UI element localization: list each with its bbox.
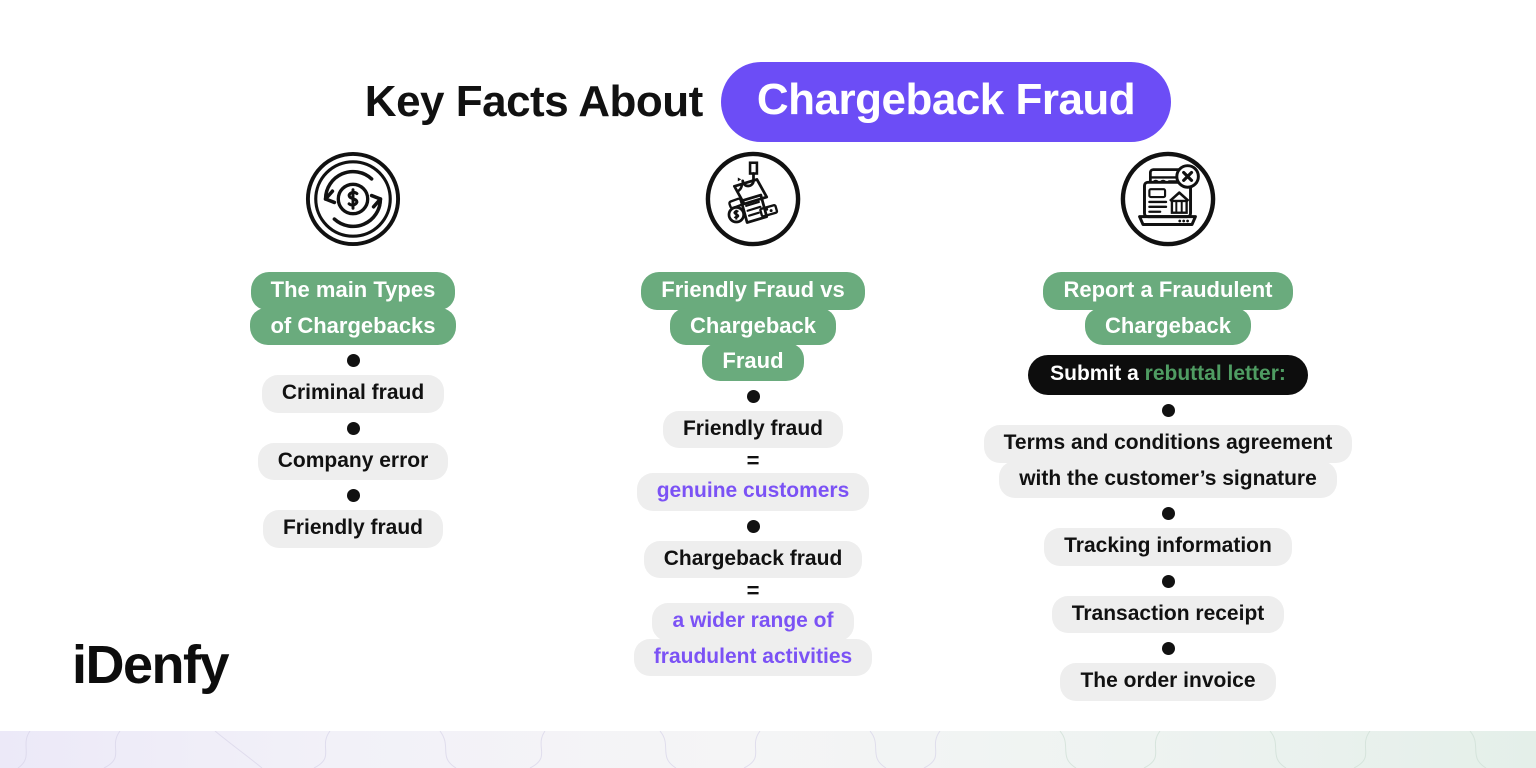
list-item-label: Criminal fraud [261,375,445,413]
connector-dot [1161,404,1175,418]
heading-line: Fraud [702,343,804,381]
connector-dot [346,421,360,435]
list-item-label: Company error [257,442,449,481]
heading-line: Report a Fraudulent [1043,272,1293,310]
subheading-green-text: rebuttal letter: [1144,362,1286,386]
connector-dot [346,489,360,503]
refund-circular-arrows-dollar-icon [304,150,402,248]
equals-connector: = [746,578,760,604]
column-types-of-chargebacks: The main Types of Chargebacks Criminal f… [153,150,553,548]
list-item-label: Transaction receipt [1051,595,1285,634]
subheading-rebuttal-letter: Submit a rebuttal letter: [1028,355,1308,396]
heading-line: Chargeback [1085,307,1251,346]
laptop-webpage-error-icon [1119,150,1217,248]
connector-dot [1161,507,1175,521]
band-lines-pattern [17,731,1487,768]
list-item: a wider range of fraudulent activities [633,603,873,677]
list-item-label: fraudulent activities [633,638,873,677]
title-highlight-pill: Chargeback Fraud [720,62,1172,142]
list-item: genuine customers [636,473,870,511]
connector-dot [1161,574,1175,588]
list-item: Tracking information [1044,528,1292,566]
equals-connector: = [746,448,760,474]
list-item-label: Chargeback fraud [643,540,863,579]
title-plain-text: Key Facts About [364,77,704,126]
connector-dot [346,354,360,368]
list-item-label: The order invoice [1060,663,1276,701]
list-item: Friendly fraud [262,510,444,548]
column-heading: Friendly Fraud vs Chargeback Fraud [641,272,865,381]
column-friendly-vs-chargeback-fraud: Friendly Fraud vs Chargeback Fraud Frien… [553,150,953,677]
list-item-label: with the customer’s signature [999,460,1337,499]
idenfy-logo: iDenfy [72,635,230,695]
heading-line: The main Types [250,272,456,310]
heading-line: of Chargebacks [250,307,456,346]
list-item-label: Friendly fraud [262,510,444,548]
connector-dot [746,519,760,533]
subheading-white-text: Submit a [1050,362,1139,386]
list-item-label: Terms and conditions agreement [983,425,1353,463]
phishing-hook-documents-icon [704,150,802,248]
list-item-label: genuine customers [636,473,870,511]
list-item: Company error [257,442,449,481]
list-item: Terms and conditions agreement with the … [983,425,1353,499]
list-item: Friendly fraud [662,410,844,449]
decorative-bottom-band [0,731,1536,768]
columns-container: The main Types of Chargebacks Criminal f… [0,150,1536,701]
list-item-label: a wider range of [652,603,854,641]
page-title: Key Facts About Chargeback Fraud [0,62,1536,142]
column-report-fraudulent-chargeback: Report a Fraudulent Chargeback Submit a … [953,150,1383,701]
list-item: Chargeback fraud [643,540,863,579]
list-item: The order invoice [1060,663,1276,701]
connector-dot [746,389,760,403]
list-item: Transaction receipt [1051,595,1285,634]
list-item-label: Tracking information [1044,528,1292,566]
list-item: Criminal fraud [261,375,445,413]
column-heading: Report a Fraudulent Chargeback [1043,272,1293,346]
heading-line: Chargeback [670,307,836,346]
column-heading: The main Types of Chargebacks [250,272,456,346]
list-item-label: Friendly fraud [662,410,844,449]
connector-dot [1161,642,1175,656]
heading-line: Friendly Fraud vs [641,272,865,310]
